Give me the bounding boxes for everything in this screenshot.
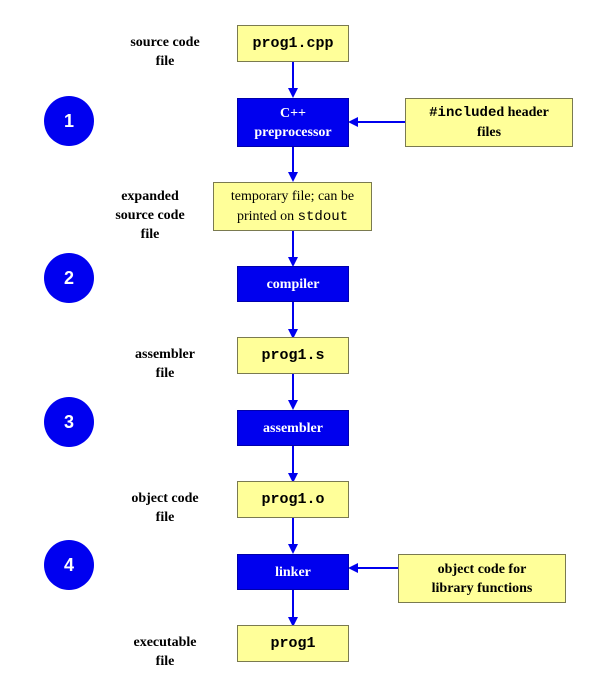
step-2-badge: 2 xyxy=(44,253,94,303)
file-executable: prog1 xyxy=(237,625,349,662)
step-4-badge: 4 xyxy=(44,540,94,590)
process-preprocessor: C++ preprocessor xyxy=(237,98,349,147)
input-library-object-code: object code for library functions xyxy=(398,554,566,603)
step-3-badge: 3 xyxy=(44,397,94,447)
process-compiler: compiler xyxy=(237,266,349,302)
label-executable-file: executable file xyxy=(133,635,197,669)
label-expanded-source-file: expanded source code file xyxy=(115,189,185,242)
label-source-code-file: source code file xyxy=(130,35,200,69)
file-object: prog1.o xyxy=(237,481,349,518)
file-asm: prog1.s xyxy=(237,337,349,374)
step-1-badge: 1 xyxy=(44,96,94,146)
process-linker: linker xyxy=(237,554,349,590)
label-object-code-file: object code file xyxy=(131,491,199,525)
file-temporary: temporary file; can be printed on stdout xyxy=(213,182,372,231)
input-header-files: #included header files xyxy=(405,98,573,147)
file-source: prog1.cpp xyxy=(237,25,349,62)
process-assembler: assembler xyxy=(237,410,349,446)
label-assembler-file: assembler file xyxy=(135,347,195,381)
